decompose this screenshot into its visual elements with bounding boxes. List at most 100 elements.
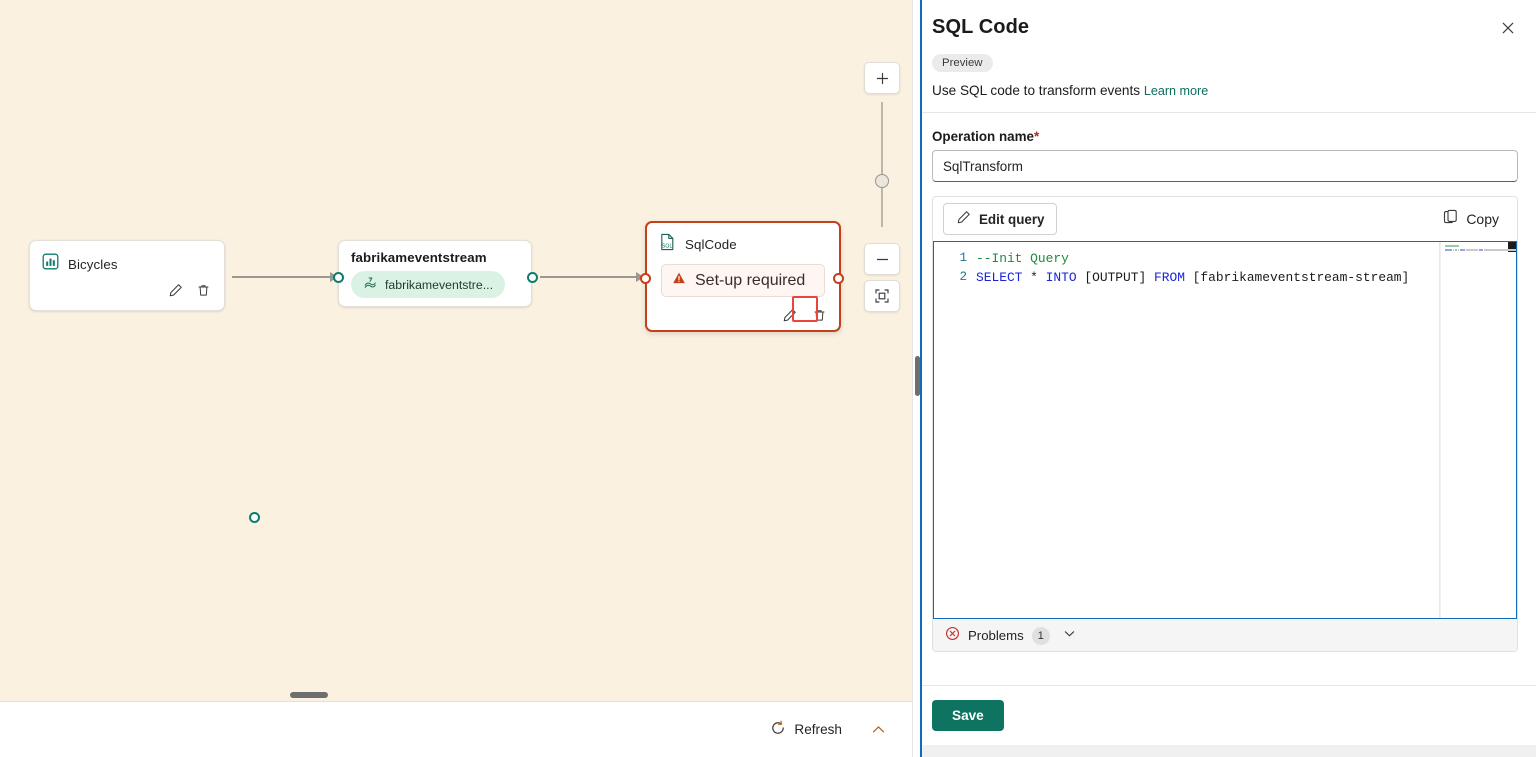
code-token: * [1030,270,1038,285]
refresh-button[interactable]: Refresh [762,714,850,745]
node-input-port-eventstream[interactable] [333,272,344,283]
panel-bottom-strip [922,745,1536,757]
status-badge-setup-required: Set-up required [661,264,825,297]
node-output-port-bicycles[interactable] [249,512,260,523]
canvas-node-sqlcode[interactable]: SQL SqlCode Set-up [640,221,844,334]
node-input-port-sqlcode[interactable] [640,273,651,284]
node-delete-button-sqlcode[interactable] [808,304,830,326]
fit-to-screen-button[interactable] [864,280,900,312]
line-number: 2 [959,270,967,284]
warning-icon [672,271,686,290]
node-pill-wrap: fabrikameventstre... [339,265,531,298]
collapse-panel-button[interactable] [864,716,892,744]
canvas-zoom-controls [864,62,900,312]
minimap-line-segment [1445,249,1452,251]
panel-description: Use SQL code to transform events [932,83,1141,98]
refresh-icon [770,720,786,739]
operation-name-label: Operation name* [932,129,1518,144]
editor-minimap[interactable] [1440,242,1516,618]
operation-name-label-text: Operation name [932,129,1034,144]
panel-divider [922,112,1536,113]
error-circle-icon [945,626,960,646]
save-button[interactable]: Save [932,700,1004,731]
eventstream-pill-label: fabrikameventstre... [385,277,493,292]
minimap-line-segment [1455,249,1457,251]
zoom-slider-track[interactable] [881,102,883,227]
minimap-line-segment [1460,249,1465,251]
node-title-eventstream: fabrikameventstream [351,250,487,265]
node-status-wrap: Set-up required [647,256,839,297]
zoom-slider-thumb[interactable] [875,174,889,188]
node-delete-button[interactable] [192,279,214,301]
required-marker: * [1033,129,1040,144]
code-token [1038,270,1046,285]
sql-file-icon: SQL [659,233,676,256]
editor-toolbar: Edit query Copy [933,197,1517,241]
problems-label: Problems [968,628,1024,643]
node-output-port-eventstream[interactable] [527,272,538,283]
panel-splitter[interactable] [912,0,920,757]
code-token [1022,270,1030,285]
learn-more-link[interactable]: Learn more [1143,84,1209,98]
zoom-in-button[interactable] [864,62,900,94]
canvas-node-bicycles[interactable]: Bicycles [29,240,260,523]
panel-title: SQL Code [932,16,1030,38]
eventstream-pill[interactable]: fabrikameventstre... [351,271,505,298]
sql-code-panel: SQL Code Preview Use SQL code to transfo… [922,0,1536,757]
node-edit-button-sqlcode[interactable] [778,304,800,326]
code-token: [fabrikameventstream-stream] [1184,270,1410,285]
edge-eventstream-to-sqlcode [540,276,644,278]
node-actions [647,297,839,334]
minimap-line-segment [1457,249,1460,251]
code-token: --Init Query [976,251,1069,266]
zoom-out-button[interactable] [864,243,900,275]
code-line: --Init Query [976,249,1439,268]
minimap-line-segment [1466,249,1478,251]
copy-button[interactable]: Copy [1435,204,1507,234]
canvas-scrollbar-thumb[interactable] [290,692,328,698]
splitter-grip[interactable] [915,356,920,396]
copy-icon [1443,209,1459,229]
canvas-bottom-bar: Refresh [0,701,912,757]
svg-text:SQL: SQL [662,243,672,249]
node-edit-button[interactable] [164,279,186,301]
chevron-down-icon[interactable] [1062,626,1077,646]
edit-query-button[interactable]: Edit query [943,203,1058,235]
minimap-scroll-thumb[interactable] [1508,242,1516,252]
canvas-node-eventstream[interactable]: fabrikameventstream fabrikameventstre... [333,240,538,307]
node-header: Bicycles [30,241,224,275]
panel-header: SQL Code [922,0,1536,39]
canvas-horizontal-scrollbar[interactable] [0,690,912,700]
node-header: SQL SqlCode [647,223,839,256]
problems-bar[interactable]: Problems 1 [933,619,1517,651]
minimap-line-segment [1478,249,1484,251]
node-actions [30,275,224,309]
node-title-sqlcode: SqlCode [685,237,737,252]
close-icon[interactable] [1494,14,1522,42]
panel-description-row: Use SQL code to transform events Learn m… [932,83,1516,98]
code-line: SELECT * INTO [OUTPUT] FROM [fabrikameve… [976,268,1439,287]
status-badge-label: Set-up required [695,271,806,289]
panel-footer: Save [922,685,1536,745]
bar-chart-icon [42,253,59,275]
operation-name-input[interactable] [932,150,1518,182]
edit-query-label: Edit query [979,211,1045,227]
canvas-surface[interactable]: Bicycles [0,0,912,700]
eventstream-canvas[interactable]: Bicycles [0,0,912,757]
minimap-line-segment [1445,245,1459,247]
node-title-bicycles: Bicycles [68,256,118,272]
eventstream-icon [363,276,377,293]
refresh-label: Refresh [794,722,842,737]
panel-accent-line [920,0,922,757]
preview-badge: Preview [932,54,993,72]
pencil-icon [956,210,971,228]
line-number: 1 [959,251,967,265]
panel-body: Operation name* Edit query [922,113,1536,685]
node-output-port-sqlcode[interactable] [833,273,844,284]
code-token: FROM [1153,270,1185,285]
